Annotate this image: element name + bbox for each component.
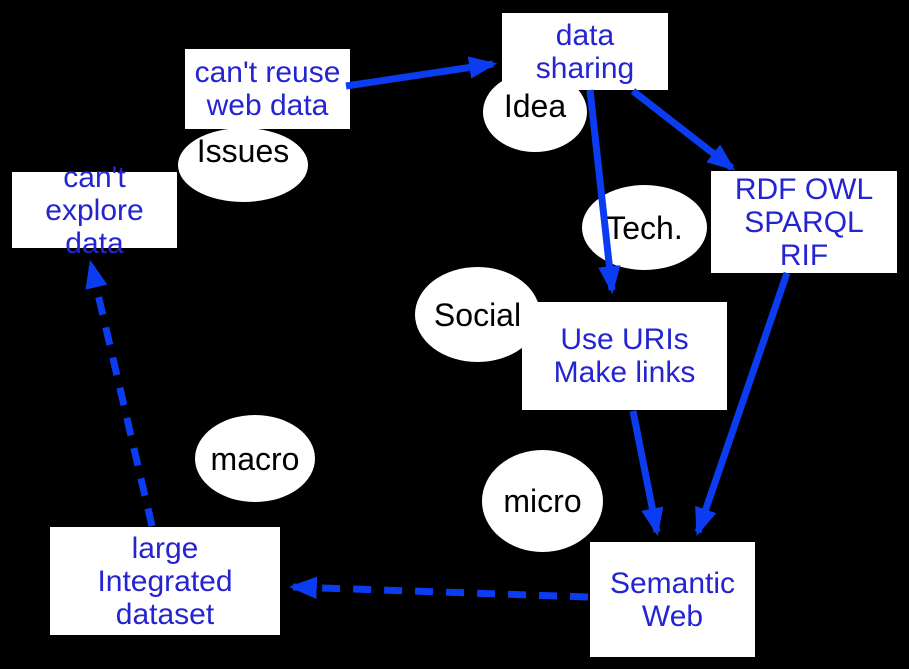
- ellipse-micro-label: micro: [503, 483, 582, 519]
- box-data-sharing-label: data sharing: [535, 18, 635, 85]
- box-rdf-owl-sparql-rif-label: RDF OWL SPARQL RIF: [734, 172, 874, 272]
- box-use-uris-make-links-label: Use URIs Make links: [553, 323, 696, 389]
- edge-cant-reuse-to-data-sharing: [345, 56, 498, 90]
- edge-data-sharing-to-rdf: [630, 88, 736, 171]
- ellipse-tech: Tech.: [582, 185, 707, 270]
- box-data-sharing: data sharing: [502, 13, 668, 90]
- ellipse-issues: Issues: [178, 128, 308, 202]
- box-semantic-web-label: Semantic Web: [609, 566, 736, 633]
- box-cant-reuse-web-data: can't reuse web data: [185, 49, 350, 129]
- ellipse-social: Social: [415, 267, 540, 362]
- box-large-integrated-dataset-label: large Integrated dataset: [97, 531, 233, 631]
- edge-use-uris-to-semantic-web: [629, 410, 664, 537]
- ellipse-tech-label: Tech.: [606, 209, 683, 246]
- box-cant-reuse-web-data-label: can't reuse web data: [194, 56, 341, 122]
- ellipse-micro: micro: [482, 450, 603, 552]
- edge-semantic-web-to-large-dataset: [288, 576, 589, 601]
- edge-large-dataset-to-cant-explore: [85, 259, 156, 527]
- ellipse-idea-label: Idea: [503, 88, 567, 124]
- box-rdf-owl-sparql-rif: RDF OWL SPARQL RIF: [711, 171, 897, 273]
- ellipse-macro-label: macro: [210, 440, 300, 477]
- box-cant-explore-data-label: can't explore data: [45, 160, 144, 260]
- ellipse-macro: macro: [195, 415, 315, 502]
- ellipse-issues-label: Issues: [196, 133, 290, 169]
- box-cant-explore-data: can't explore data: [12, 161, 177, 260]
- ellipse-social-label: Social: [433, 296, 522, 333]
- box-large-integrated-dataset: large Integrated dataset: [50, 527, 280, 635]
- box-semantic-web: Semantic Web: [590, 542, 755, 657]
- box-use-uris-make-links: Use URIs Make links: [522, 302, 727, 410]
